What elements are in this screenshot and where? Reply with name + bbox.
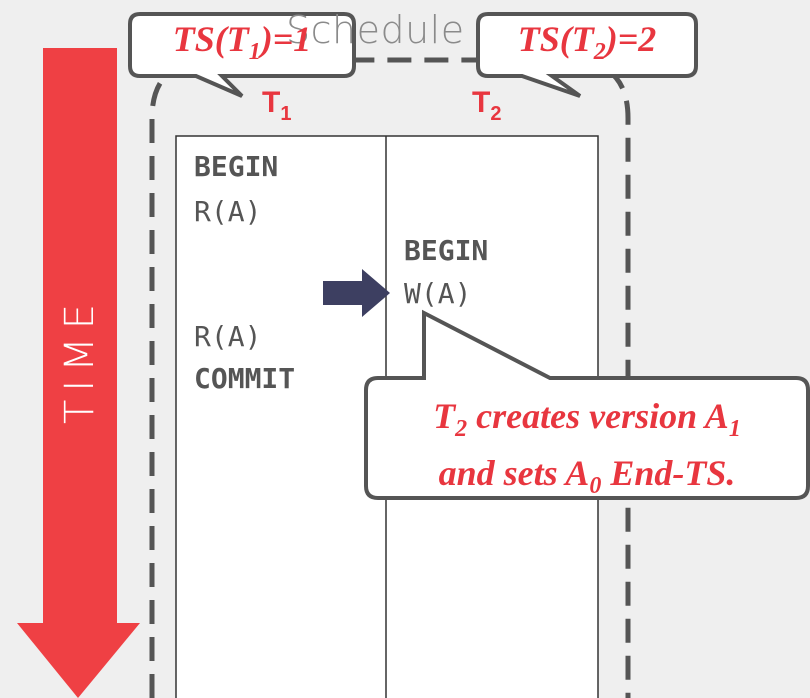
ts-t1-subscript: 1: [248, 39, 261, 65]
t1-op-read-2: R(A): [194, 320, 262, 353]
ts-t1-suffix: )=1: [260, 19, 312, 59]
column-header-t2-sub: 2: [490, 103, 502, 125]
note-line1-sub1: 2: [455, 416, 468, 442]
ts-t2-text: TS(T2)=2: [484, 18, 690, 66]
column-header-t1-sub: 1: [280, 103, 292, 125]
version-note-line-1: T2 creates version A1: [370, 394, 804, 451]
note-callout-shape: [364, 309, 810, 500]
column-header-t2: T2: [472, 86, 501, 126]
ts-t2-suffix: )=2: [605, 19, 657, 59]
note-line1-mid: creates version A: [467, 396, 729, 436]
t2-op-write: W(A): [404, 277, 472, 310]
ts-t1-text: TS(T1)=1: [136, 18, 348, 66]
schedule-dashed-border: [149, 57, 631, 698]
column-header-t2-name: T: [472, 86, 491, 119]
time-axis-text: TIME: [57, 295, 103, 425]
column-header-t1-name: T: [262, 86, 281, 119]
note-line2-post: End-TS.: [601, 453, 736, 493]
version-note-line-2: and sets A0 End-TS.: [370, 451, 804, 508]
note-line1-sub2: 1: [728, 416, 741, 442]
ts-t1-callout-shape: [128, 12, 356, 98]
t2-op-begin: BEGIN: [404, 234, 489, 267]
version-note: T2 creates version A1 and sets A0 End-TS…: [370, 394, 804, 508]
note-line2-sub: 0: [589, 473, 602, 499]
ts-t2-subscript: 2: [593, 39, 606, 65]
ts-t2-prefix: TS(T: [517, 19, 594, 59]
t1-op-read-1: R(A): [194, 195, 262, 228]
note-line1-pre: T: [433, 396, 456, 436]
column-header-t1: T1: [262, 86, 291, 126]
time-axis-label: TIME: [50, 285, 110, 435]
ts-t2-callout-shape: [476, 12, 698, 98]
t1-op-begin: BEGIN: [194, 150, 279, 183]
note-line2-pre: and sets A: [438, 453, 590, 493]
ts-t1-prefix: TS(T: [172, 19, 249, 59]
schedule-title: Schedule: [286, 8, 465, 52]
current-operation-arrow: [323, 269, 390, 317]
time-arrow: [17, 48, 140, 698]
t1-op-commit: COMMIT: [194, 362, 296, 395]
